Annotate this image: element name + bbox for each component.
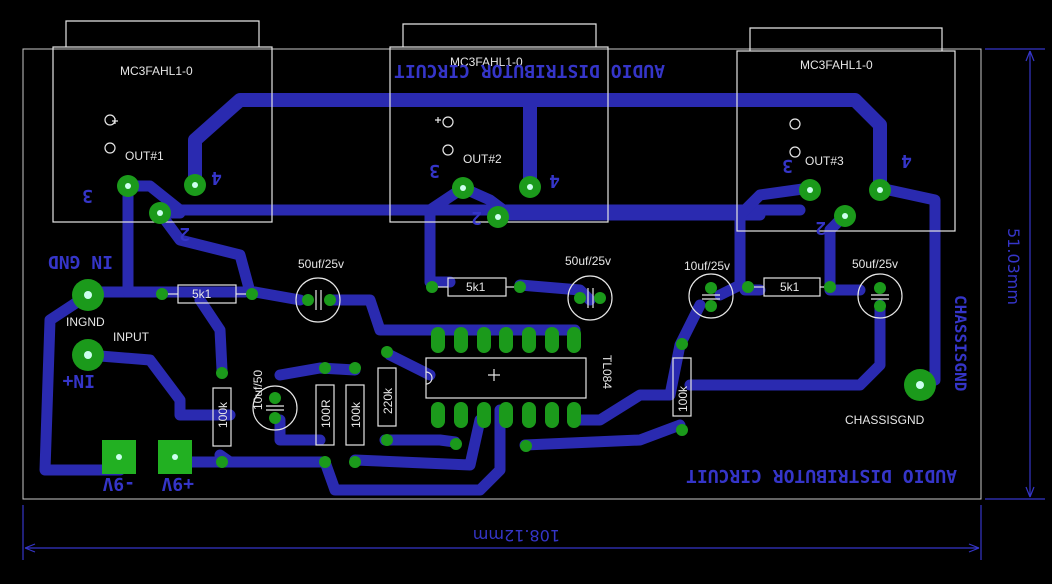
label-minus-9v: -9V [102,473,135,494]
connector-3-out: OUT#3 [805,154,844,168]
svg-text:100k: 100k [216,401,230,428]
svg-text:2: 2 [471,207,482,228]
connector-3-part: MC3FAHL1-0 [800,58,873,72]
svg-text:50uf/25v: 50uf/25v [565,254,611,268]
vias [450,438,532,452]
connector-1-part: MC3FAHL1-0 [120,64,193,78]
capacitor-c2: 50uf/25v [565,254,613,321]
dimension-width: 108.12mm [22,505,982,560]
svg-text:100R: 100R [319,399,333,428]
label-input: INPUT [113,330,150,344]
capacitor-c4: 50uf/25v [852,257,903,319]
svg-text:50uf/25v: 50uf/25v [298,257,344,271]
capacitor-c3: 10uf/25v [684,259,734,319]
connector-1-out: OUT#1 [125,149,164,163]
resistor-r2: 5k1 [426,277,526,297]
power-pads [102,440,192,474]
origin-marks [112,117,500,381]
label-in-gnd: IN GND [48,251,113,272]
svg-text:100k: 100k [676,385,690,412]
svg-text:5k1: 5k1 [466,280,486,294]
label-in-plus: IN+ [62,370,95,391]
svg-text:3: 3 [82,185,93,206]
svg-text:3: 3 [429,160,440,181]
label-chassisgnd: CHASSISGND [845,413,925,427]
connector-2-part: MC3FAHL1-0 [450,55,523,69]
svg-text:4: 4 [211,167,222,188]
svg-text:4: 4 [549,170,560,191]
svg-text:5k1: 5k1 [780,280,800,294]
resistor-220k: 220k [377,346,397,446]
svg-text:50uf/25v: 50uf/25v [852,257,898,271]
connector-2-out: OUT#2 [463,152,502,166]
ic-label: TL084 [600,355,614,389]
terminal-pads [72,279,936,401]
svg-text:100k: 100k [349,401,363,428]
resistor-100k-b: 100k [345,362,365,468]
board-outline [22,48,982,500]
label-chassisgnd-big: CHASSISGND [951,295,970,391]
svg-text:4: 4 [901,150,912,171]
board-title-bottom: AUDIO DISTRIBUTOR CIRCUIT [686,465,957,486]
resistor-100k-c: 100k [672,338,692,436]
pin-numbers: 3 4 2 3 4 2 3 4 2 [82,150,912,244]
capacitor-c1: 50uf/25v [295,257,344,323]
resistor-100r: 100R [315,362,335,468]
svg-text:10uf/25v: 10uf/25v [684,259,730,273]
dimension-height: 51.03mm [985,48,1045,500]
capacitor-c5: 10uf/50 [251,370,298,431]
svg-text:10uf/50: 10uf/50 [251,370,265,410]
dim-height-text: 51.03mm [1004,228,1023,305]
dim-width-text: 108.12mm [473,526,560,545]
svg-text:220k: 220k [381,387,395,414]
svg-text:2: 2 [179,223,190,244]
connector-pads [117,174,891,228]
board-title-top: AUDIO DISTRIBUTOR CIRCUIT [394,60,665,81]
label-plus-9v: +9V [161,473,194,494]
svg-text:2: 2 [815,217,826,238]
resistor-r1: 5k1 [156,284,258,304]
ic-tl084: TL084 [425,327,614,428]
svg-text:3: 3 [782,155,793,176]
resistor-100k-a: 100k [212,367,232,468]
connector-3: MC3FAHL1-0 OUT#3 [736,27,956,232]
svg-text:5k1: 5k1 [192,287,212,301]
resistor-r3: 5k1 [742,277,836,297]
label-ingnd: INGND [66,315,105,329]
